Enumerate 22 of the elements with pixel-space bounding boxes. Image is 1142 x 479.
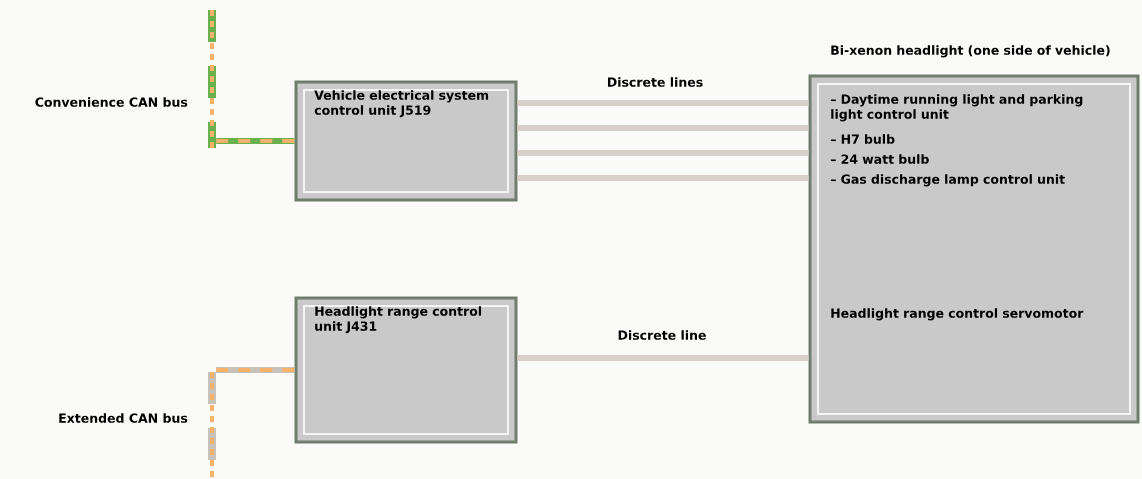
line xyxy=(517,355,809,361)
control-unit-box: Headlight range control unit J431 xyxy=(294,296,518,444)
node-label: – Daytime running light and parking light control unit xyxy=(830,94,1083,122)
line xyxy=(216,138,295,144)
line xyxy=(517,125,809,131)
bus-line xyxy=(208,372,216,479)
control-unit-box: Vehicle electrical system control unit J519 xyxy=(294,80,518,202)
line xyxy=(216,367,295,373)
node-label: – Gas discharge lamp control unit xyxy=(830,174,1065,187)
control-unit-box: – Daytime running light and parking light control unit – H7 bulb – 24 watt bulb – Gas discharge lamp control unit Headlight range control servomotor xyxy=(808,74,1140,424)
node-label: – H7 bulb xyxy=(830,134,895,144)
edge-label: Discrete lines xyxy=(605,76,705,88)
node-label: – 24 watt bulb xyxy=(830,154,929,164)
bus-label: Extended CAN bus xyxy=(59,413,188,423)
heading: Bi-xenon headlight (one side of vehicle) xyxy=(831,45,1110,58)
bus-label: Convenience CAN bus xyxy=(35,97,188,107)
edge-label: Discrete line xyxy=(616,329,708,341)
line xyxy=(517,175,809,181)
node-label: Headlight range control servomotor xyxy=(831,308,1084,321)
bus-line xyxy=(208,10,216,148)
line xyxy=(517,150,809,156)
line xyxy=(517,100,809,106)
